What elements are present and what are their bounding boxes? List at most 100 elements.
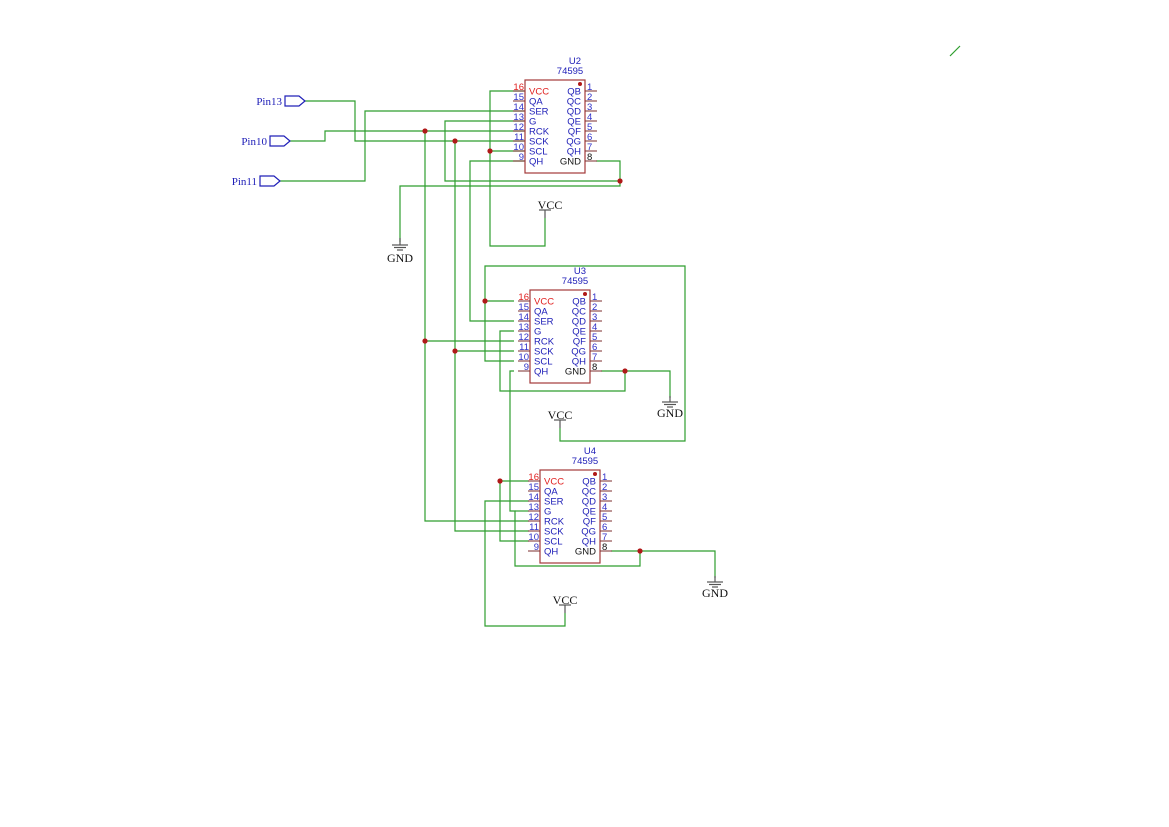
junction-dot xyxy=(622,368,628,374)
pin-number: 3 xyxy=(602,492,607,503)
pin-number: 15 xyxy=(518,302,529,313)
port-pin11[interactable]: Pin11 xyxy=(232,175,281,188)
pin-number: 5 xyxy=(602,512,607,523)
pin-name: QG xyxy=(571,347,586,358)
vcc-label: VCC xyxy=(553,593,578,607)
wire xyxy=(424,131,529,522)
junction-dot xyxy=(422,338,428,344)
pin-name: QB xyxy=(572,297,586,308)
pin-name: GND xyxy=(575,547,596,558)
gnd-symbol: GND xyxy=(387,238,413,265)
junction-dot xyxy=(617,178,623,184)
wire xyxy=(399,160,621,242)
pin-number: 15 xyxy=(528,482,539,493)
port-pin13[interactable]: Pin13 xyxy=(256,95,306,108)
pin-name: SER xyxy=(529,107,549,118)
pin-name: QA xyxy=(544,487,558,498)
pin-number: 16 xyxy=(513,82,524,93)
pin-number: 14 xyxy=(513,102,524,113)
port-shape xyxy=(259,175,281,187)
junction-dot xyxy=(497,478,503,484)
component-value: 74595 xyxy=(562,276,588,287)
pin-number: 2 xyxy=(592,302,597,313)
gnd-label: GND xyxy=(702,586,728,600)
pin-name: QC xyxy=(582,487,596,498)
wires xyxy=(280,90,716,627)
pin-name: SCL xyxy=(534,357,552,368)
pin-name: G xyxy=(544,507,551,518)
pin-number: 14 xyxy=(518,312,529,323)
junction-dot xyxy=(482,298,488,304)
pin-name: QH xyxy=(567,147,581,158)
wire xyxy=(290,130,524,142)
vcc-symbol: VCC xyxy=(553,593,578,613)
pin1-marker xyxy=(583,292,587,296)
component-body xyxy=(529,289,591,384)
component-body xyxy=(524,79,586,174)
pin-name: QA xyxy=(529,97,543,108)
wire xyxy=(444,120,620,182)
wire xyxy=(499,480,529,542)
wire xyxy=(305,100,524,142)
component-value: 74595 xyxy=(557,66,583,77)
pin-name: RCK xyxy=(534,337,555,348)
pin-name: QH xyxy=(534,367,548,378)
pin1-marker xyxy=(578,82,582,86)
vcc-symbol: VCC xyxy=(548,408,572,428)
pin-name: QF xyxy=(583,517,596,528)
pin-number: 15 xyxy=(513,92,524,103)
junction-dot xyxy=(487,148,493,154)
junction-dot xyxy=(422,128,428,134)
pin-number: 12 xyxy=(518,332,529,343)
wire xyxy=(601,370,671,398)
pin-name: SCL xyxy=(544,537,562,548)
gnd-label: GND xyxy=(387,251,413,265)
pin-number: 8 xyxy=(587,152,592,163)
pin-name: QF xyxy=(573,337,586,348)
vcc-label: VCC xyxy=(538,198,563,212)
gnd-symbol: GND xyxy=(702,576,728,600)
pin-number: 5 xyxy=(592,332,597,343)
pin-name: QG xyxy=(566,137,581,148)
pin-number: 11 xyxy=(519,342,529,353)
pin-name: QE xyxy=(582,507,596,518)
pin-number: 14 xyxy=(528,492,539,503)
junction-dot xyxy=(452,138,458,144)
pin-name: QC xyxy=(567,97,581,108)
junction-dot xyxy=(637,548,643,554)
pin-number: 8 xyxy=(602,542,607,553)
port-label: Pin13 xyxy=(256,96,282,108)
port-label: Pin11 xyxy=(232,176,257,188)
pin-name: GND xyxy=(560,157,581,168)
wire xyxy=(484,500,566,627)
port-shape xyxy=(284,95,306,107)
pin-name: QH xyxy=(572,357,586,368)
component-value: 74595 xyxy=(572,456,598,467)
vcc-symbol: VCC xyxy=(538,198,563,218)
pin-name: SCK xyxy=(529,137,549,148)
pin-name: VCC xyxy=(529,87,549,98)
pin-number: 7 xyxy=(602,532,607,543)
pin-name: G xyxy=(534,327,541,338)
pin-number: 16 xyxy=(518,292,529,303)
pin-name: QB xyxy=(567,87,581,98)
pin-name: QD xyxy=(572,317,586,328)
port-pin10[interactable]: Pin10 xyxy=(241,135,291,148)
pin-name: SER xyxy=(534,317,554,328)
component-refdes: U3 xyxy=(574,266,586,277)
pin-number: 4 xyxy=(587,112,592,123)
pin-name: QH xyxy=(529,157,543,168)
pin-name: QC xyxy=(572,307,586,318)
pin-name: RCK xyxy=(544,517,565,528)
component-body xyxy=(539,469,601,564)
pin-number: 1 xyxy=(592,292,597,303)
pin-number: 6 xyxy=(592,342,597,353)
pin-name: SER xyxy=(544,497,564,508)
pin-name: QB xyxy=(582,477,596,488)
port-label: Pin10 xyxy=(241,136,267,148)
